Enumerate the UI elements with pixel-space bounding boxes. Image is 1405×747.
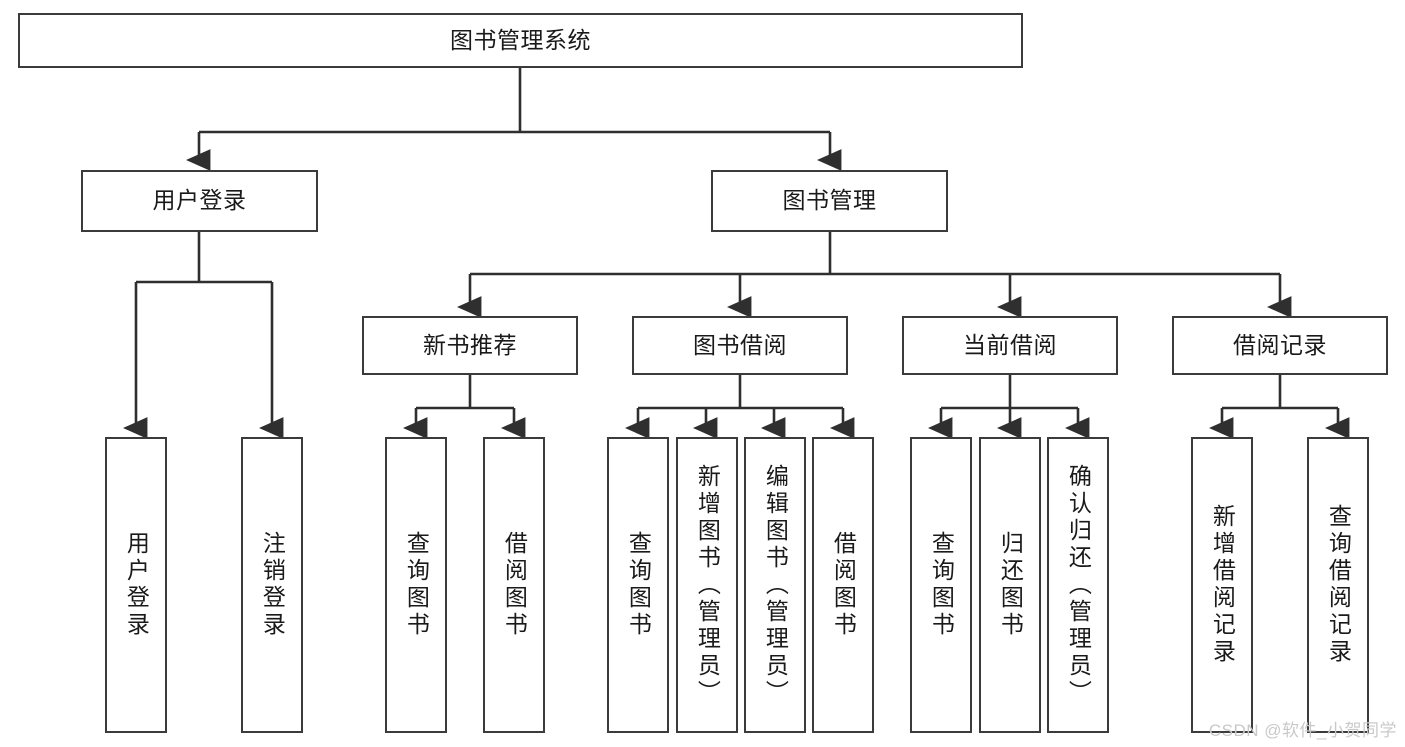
leaf-edit-book[interactable]: 编辑图书（管理员）	[744, 437, 806, 733]
leaf-borrow-book-2[interactable]: 借阅图书	[812, 437, 874, 733]
leaf-query-book-3-label: 查询图书	[928, 531, 955, 639]
node-book-management[interactable]: 图书管理	[711, 170, 948, 232]
leaf-borrow-book-2-label: 借阅图书	[830, 531, 857, 639]
leaf-add-book[interactable]: 新增图书（管理员）	[676, 437, 738, 733]
node-book-borrow[interactable]: 图书借阅	[632, 316, 848, 375]
node-borrow-record[interactable]: 借阅记录	[1172, 316, 1388, 375]
leaf-edit-book-label: 编辑图书（管理员）	[762, 463, 789, 707]
node-root[interactable]: 图书管理系统	[18, 13, 1023, 68]
leaf-add-book-label: 新增图书（管理员）	[694, 463, 721, 707]
node-user-login[interactable]: 用户登录	[81, 170, 318, 232]
leaf-query-book-3[interactable]: 查询图书	[910, 437, 972, 733]
leaf-return-book-label: 归还图书	[997, 531, 1024, 639]
leaf-query-book-2[interactable]: 查询图书	[607, 437, 669, 733]
leaf-confirm-return[interactable]: 确认归还（管理员）	[1047, 437, 1109, 733]
leaf-user-login[interactable]: 用户登录	[105, 437, 167, 733]
leaf-query-book-1-label: 查询图书	[403, 531, 430, 639]
leaf-logout-label: 注销登录	[259, 531, 286, 639]
node-new-book-recommend-label: 新书推荐	[423, 331, 517, 358]
leaf-add-record[interactable]: 新增借阅记录	[1191, 437, 1253, 733]
leaf-query-book-1[interactable]: 查询图书	[385, 437, 447, 733]
leaf-borrow-book-1[interactable]: 借阅图书	[483, 437, 545, 733]
node-new-book-recommend[interactable]: 新书推荐	[362, 316, 578, 375]
node-user-login-label: 用户登录	[152, 187, 247, 214]
node-current-borrow-label: 当前借阅	[963, 331, 1057, 358]
node-borrow-record-label: 借阅记录	[1233, 331, 1327, 358]
leaf-borrow-book-1-label: 借阅图书	[501, 531, 528, 639]
node-book-borrow-label: 图书借阅	[693, 331, 787, 358]
node-root-label: 图书管理系统	[450, 26, 591, 53]
leaf-confirm-return-label: 确认归还（管理员）	[1065, 463, 1092, 707]
leaf-query-record-label: 查询借阅记录	[1325, 504, 1352, 666]
leaf-return-book[interactable]: 归还图书	[979, 437, 1041, 733]
watermark: CSDN @软件_小贺同学	[1208, 721, 1397, 740]
leaf-query-book-2-label: 查询图书	[625, 531, 652, 639]
leaf-logout[interactable]: 注销登录	[241, 437, 303, 733]
node-book-management-label: 图书管理	[782, 187, 877, 214]
node-current-borrow[interactable]: 当前借阅	[902, 316, 1118, 375]
leaf-query-record[interactable]: 查询借阅记录	[1307, 437, 1369, 733]
leaf-user-login-label: 用户登录	[123, 531, 150, 639]
leaf-add-record-label: 新增借阅记录	[1209, 504, 1236, 666]
